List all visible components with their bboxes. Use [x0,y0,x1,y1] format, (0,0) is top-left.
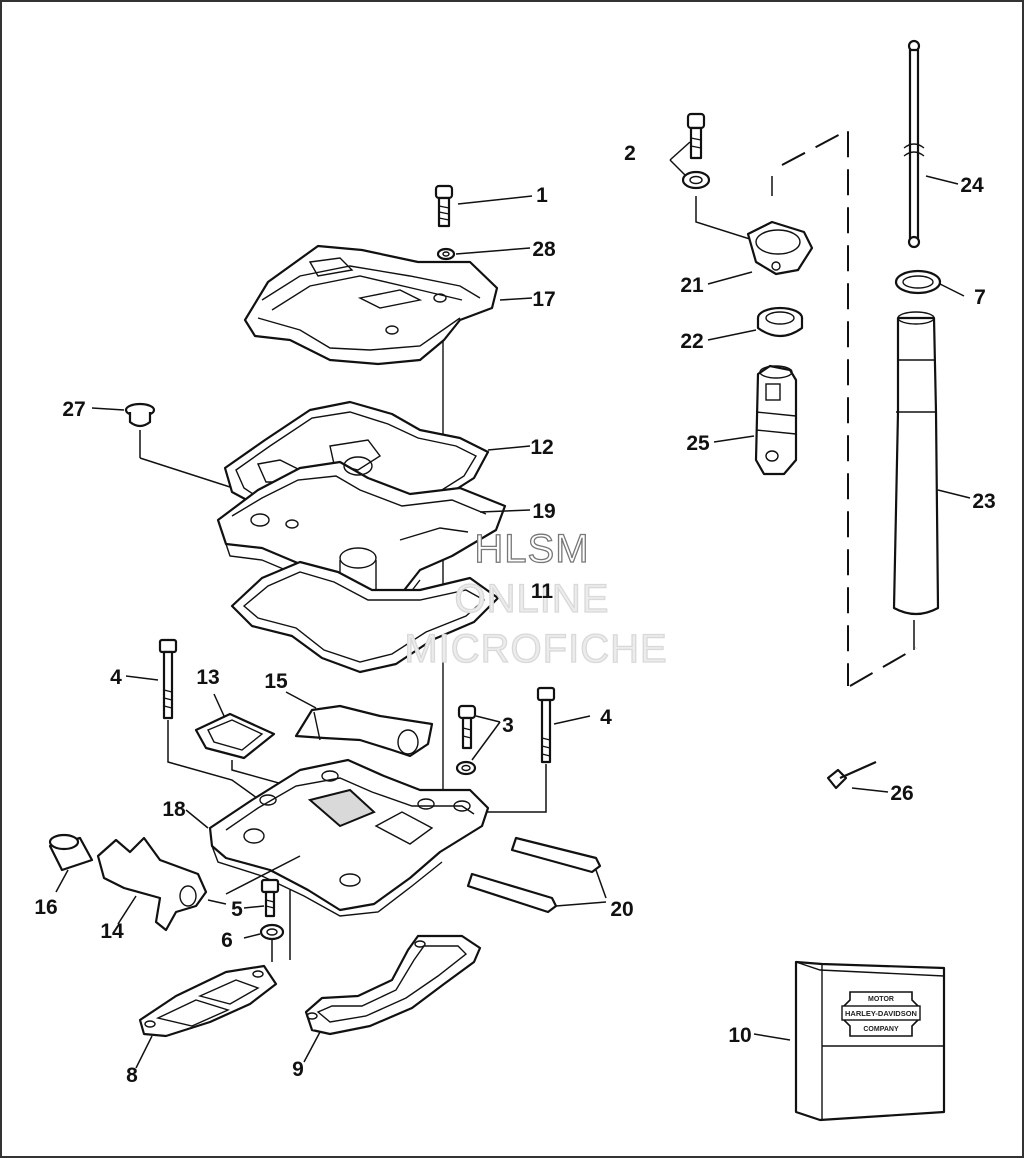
part-7-oring [894,269,942,295]
callout-4-right: 4 [600,706,612,729]
part-6-washer [259,890,291,962]
svg-text:ONLINE: ONLINE [455,577,610,621]
callout-7: 7 [974,286,986,309]
callout-labels: 1 2 3 4 4 5 6 7 8 9 10 11 12 13 14 15 16… [34,142,995,1087]
callout-11: 11 [531,580,554,603]
callout-18: 18 [162,798,186,821]
callout-9: 9 [292,1058,304,1081]
part-8-plate [138,964,278,1038]
callout-13: 13 [196,666,219,689]
phantom-line-bottom [849,647,917,687]
callout-20: 20 [610,898,633,921]
part-28-washer [436,247,456,261]
callout-15: 15 [264,670,288,693]
part-20-pins [466,836,607,914]
part-22-ring [756,306,804,338]
callout-26: 26 [890,782,913,805]
callout-4-left: 4 [110,666,122,689]
callout-14: 14 [100,920,124,943]
part-27-plug [124,402,259,497]
callout-3: 3 [502,714,514,737]
callout-25: 25 [686,432,710,455]
part-2-bolt [681,112,773,247]
part-21-retainer [746,220,814,276]
callout-27: 27 [62,398,85,421]
part-1-bolt [434,184,454,228]
callout-24: 24 [960,174,984,197]
callout-21: 21 [680,274,704,297]
callout-17: 17 [532,288,555,311]
leader-lines [55,141,971,1069]
callout-10: 10 [728,1024,751,1047]
part-9-gasket [304,934,482,1036]
callout-2: 2 [624,142,636,165]
part-24-pushrod [903,39,925,249]
part-5-bolt [260,878,280,918]
part-10-manual: MOTOR HARLEY-DAVIDSON COMPANY [794,960,946,1122]
part-25-lifter [754,364,798,476]
part-23-tube [892,311,940,616]
svg-text:HARLEY-DAVIDSON: HARLEY-DAVIDSON [845,1009,917,1018]
svg-text:HLSM: HLSM [474,527,589,571]
part-18-support [208,758,490,917]
callout-22: 22 [680,330,703,353]
part-3-bolt [455,704,477,776]
part-4-bolt-left [158,638,269,807]
callout-16: 16 [34,896,57,919]
part-26-screw [826,760,877,790]
part-17-rocker-cover [243,244,499,366]
phantom-line-right [781,128,849,686]
part-4-bolt-right [480,686,556,813]
part-15-rocker-arm [294,704,434,758]
callout-23: 23 [972,490,995,513]
part-28-washer-hole [442,251,450,257]
part-14-rocker-arm [96,836,208,932]
part-16-bushing [48,833,94,872]
svg-text:MOTOR: MOTOR [868,996,894,1003]
callout-1: 1 [536,184,548,207]
watermark: HLSM ONLINE MICROFICHE [404,526,668,671]
harley-davidson-logo: MOTOR HARLEY-DAVIDSON COMPANY [841,991,921,1037]
callout-6: 6 [221,929,233,952]
callout-5: 5 [231,898,243,921]
callout-12: 12 [530,436,553,459]
callout-19: 19 [532,500,555,523]
callout-8: 8 [126,1064,138,1087]
svg-text:MICROFICHE: MICROFICHE [404,627,667,671]
part-11-gasket [230,560,500,674]
svg-text:COMPANY: COMPANY [863,1026,899,1033]
callout-28: 28 [532,238,556,261]
